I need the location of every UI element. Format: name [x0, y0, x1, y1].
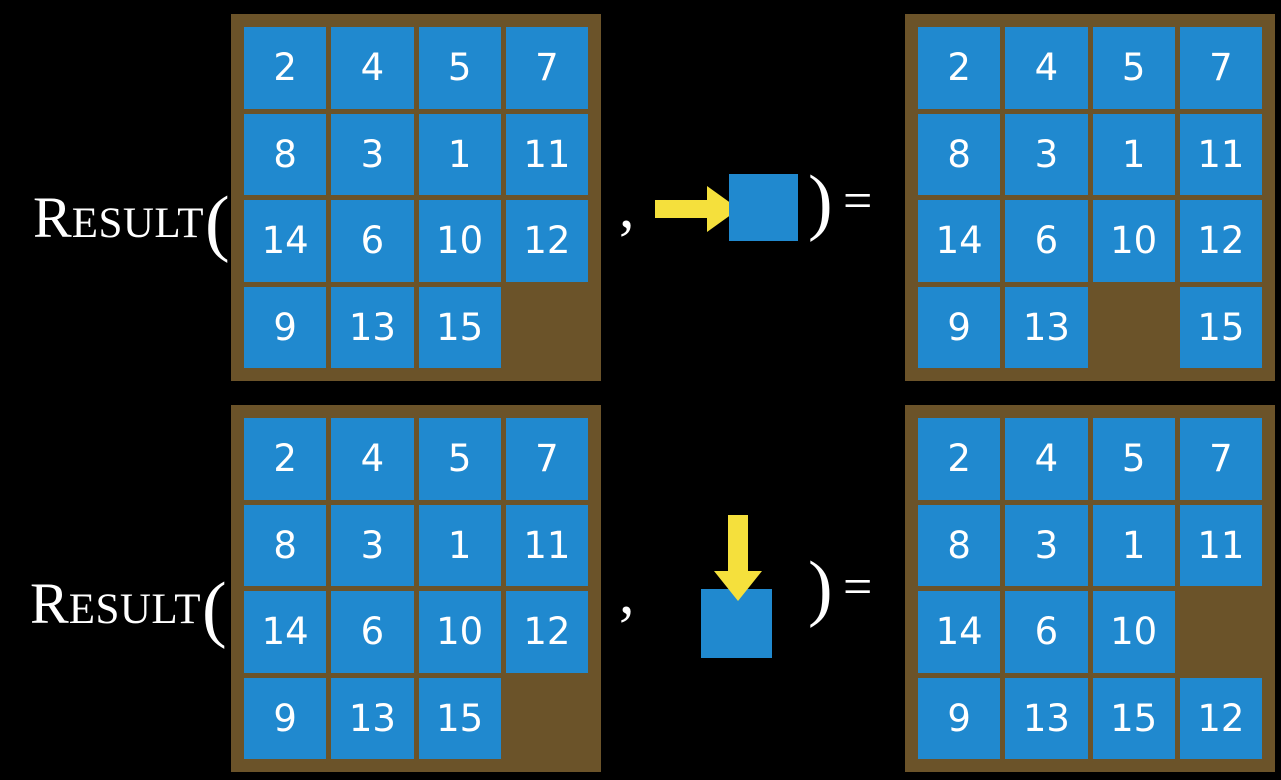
tile[interactable]: 15	[418, 677, 501, 759]
comma-separator-top: ,	[619, 173, 635, 241]
comma-separator-bottom: ,	[619, 559, 635, 627]
tile[interactable]: 6	[331, 591, 414, 673]
tile[interactable]: 11	[1179, 113, 1262, 195]
tile[interactable]: 5	[418, 27, 501, 109]
tile[interactable]: 9	[918, 286, 1001, 368]
tile[interactable]: 11	[505, 113, 588, 195]
tile[interactable]: 5	[1092, 27, 1175, 109]
arrow-down-icon	[714, 515, 762, 601]
tile[interactable]: 2	[244, 418, 327, 500]
tile[interactable]: 14	[918, 200, 1001, 282]
tile[interactable]: 6	[1005, 591, 1088, 673]
input-board-top: 2 4 5 7 8 3 1 11 14 6 10 12 9 13 15	[231, 14, 601, 381]
left-paren-bottom: (	[202, 568, 227, 650]
tile[interactable]: 15	[418, 286, 501, 368]
tile[interactable]: 3	[331, 504, 414, 586]
slide-piece-bottom[interactable]	[701, 589, 772, 658]
tile[interactable]: 6	[331, 200, 414, 282]
tile[interactable]: 14	[244, 591, 327, 673]
tile[interactable]: 12	[1179, 200, 1262, 282]
tile[interactable]: 13	[1005, 286, 1088, 368]
tile[interactable]: 10	[418, 591, 501, 673]
tile[interactable]: 9	[918, 677, 1001, 759]
tile[interactable]: 13	[331, 286, 414, 368]
tile[interactable]: 8	[244, 113, 327, 195]
tile[interactable]: 4	[331, 418, 414, 500]
tile[interactable]: 11	[505, 504, 588, 586]
blank-cell	[506, 678, 588, 760]
tile[interactable]: 8	[918, 113, 1001, 195]
result-label-capital-top: R	[33, 185, 72, 250]
equals-sign-bottom: =	[843, 559, 873, 616]
tile[interactable]: 2	[244, 27, 327, 109]
blank-cell	[506, 287, 588, 369]
tile[interactable]: 12	[1179, 677, 1262, 759]
tile[interactable]: 7	[505, 418, 588, 500]
result-label-smallcaps-bottom: ESULT	[68, 586, 202, 633]
tile[interactable]: 8	[918, 504, 1001, 586]
tile[interactable]: 15	[1092, 677, 1175, 759]
tile[interactable]: 13	[1005, 677, 1088, 759]
tile[interactable]: 14	[244, 200, 327, 282]
result-function-label-bottom: RESULT(	[30, 562, 227, 646]
tile[interactable]: 4	[1005, 418, 1088, 500]
tile[interactable]: 3	[1005, 504, 1088, 586]
tile[interactable]: 3	[331, 113, 414, 195]
output-board-top: 2 4 5 7 8 3 1 11 14 6 10 12 9 13 15	[905, 14, 1275, 381]
tile[interactable]: 1	[418, 504, 501, 586]
tile[interactable]: 9	[244, 677, 327, 759]
result-label-capital-bottom: R	[30, 571, 69, 636]
right-paren-top: )	[808, 161, 833, 243]
result-function-label-top: RESULT(	[33, 176, 230, 260]
tile[interactable]: 1	[1092, 113, 1175, 195]
tile[interactable]: 3	[1005, 113, 1088, 195]
left-paren-top: (	[205, 182, 230, 264]
tile[interactable]: 12	[505, 200, 588, 282]
tile[interactable]: 10	[418, 200, 501, 282]
blank-cell	[1180, 591, 1262, 673]
tile[interactable]: 7	[505, 27, 588, 109]
tile[interactable]: 4	[1005, 27, 1088, 109]
tile[interactable]: 1	[1092, 504, 1175, 586]
tile[interactable]: 8	[244, 504, 327, 586]
tile[interactable]: 13	[331, 677, 414, 759]
tile[interactable]: 4	[331, 27, 414, 109]
tile[interactable]: 12	[505, 591, 588, 673]
tile[interactable]: 7	[1179, 418, 1262, 500]
tile[interactable]: 2	[918, 27, 1001, 109]
output-board-bottom: 2 4 5 7 8 3 1 11 14 6 10 9 13 15 12	[905, 405, 1275, 772]
tile[interactable]: 7	[1179, 27, 1262, 109]
input-board-bottom: 2 4 5 7 8 3 1 11 14 6 10 12 9 13 15	[231, 405, 601, 772]
tile[interactable]: 5	[1092, 418, 1175, 500]
tile[interactable]: 2	[918, 418, 1001, 500]
tile[interactable]: 6	[1005, 200, 1088, 282]
tile[interactable]: 1	[418, 113, 501, 195]
arrow-right-icon	[655, 186, 739, 232]
tile[interactable]: 9	[244, 286, 327, 368]
slide-piece-top[interactable]	[729, 174, 798, 241]
tile[interactable]: 5	[418, 418, 501, 500]
result-label-smallcaps-top: ESULT	[71, 200, 205, 247]
tile[interactable]: 14	[918, 591, 1001, 673]
blank-cell	[1093, 287, 1175, 369]
tile[interactable]: 11	[1179, 504, 1262, 586]
tile[interactable]: 10	[1092, 200, 1175, 282]
equals-sign-top: =	[843, 173, 873, 230]
tile[interactable]: 10	[1092, 591, 1175, 673]
tile[interactable]: 15	[1179, 286, 1262, 368]
right-paren-bottom: )	[808, 547, 833, 629]
